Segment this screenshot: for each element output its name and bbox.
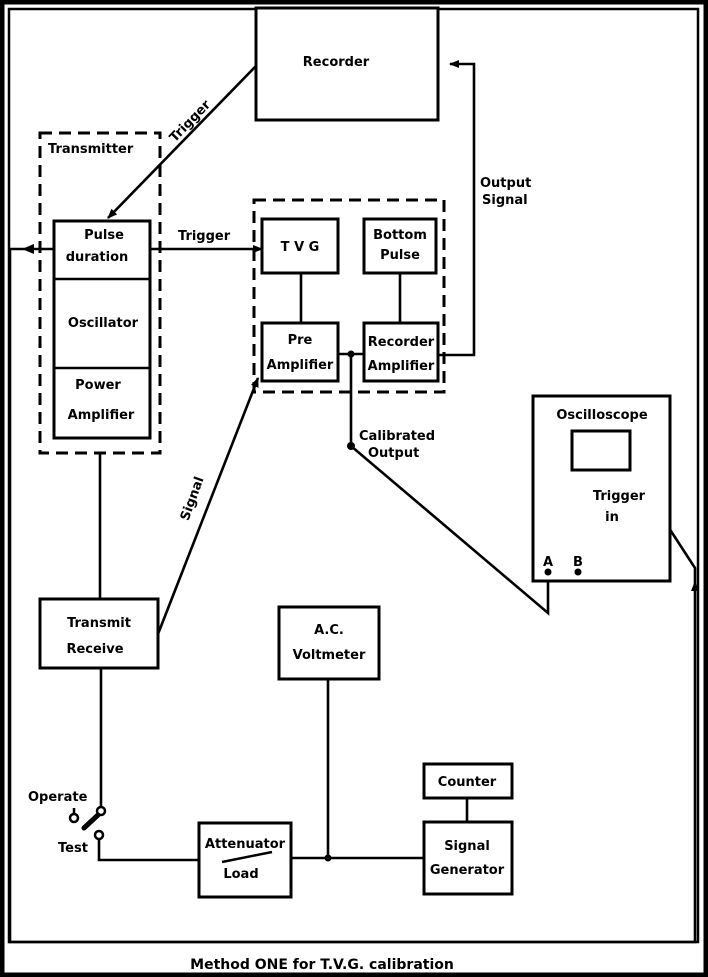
channel-a-terminal [544, 568, 552, 576]
attenuator-label: Attenuator [205, 837, 286, 852]
bottom-pulse-label-line2: Pulse [380, 248, 420, 263]
ac-voltmeter-label-line2: Voltmeter [293, 648, 366, 663]
attenuator-load-block: Attenuator Load [197, 821, 293, 899]
voltmeter-junction [324, 854, 332, 862]
load-label: Load [223, 867, 258, 882]
oscillator-label: Oscillator [68, 316, 139, 331]
signal-wire [156, 377, 260, 635]
recorder-amplifier-label-line2: Amplifier [368, 359, 435, 374]
calibrated-output-wire [349, 354, 552, 616]
operate-label: Operate [28, 790, 88, 805]
transmit-receive-label-line1: Transmit [67, 616, 131, 631]
pre-amplifier-block: Pre Amplifier [260, 321, 340, 383]
bottom-pulse-block: Bottom Pulse [362, 217, 438, 275]
ac-voltmeter-label-line1: A.C. [314, 623, 344, 638]
transmitter-group-label: Transmitter [48, 142, 134, 157]
recorder-amplifier-label-line1: Recorder [368, 335, 435, 350]
pulse-duration-label-line2: duration [66, 250, 129, 265]
output-signal-label-line2: Signal [482, 193, 528, 208]
ac-voltmeter-block: A.C. Voltmeter [277, 605, 381, 681]
receiver-group [252, 198, 446, 394]
switch-operate-terminal [68, 812, 80, 824]
recorder-label: Recorder [303, 55, 370, 70]
signal-generator-label-line1: Signal [444, 839, 490, 854]
channel-b-terminal [574, 568, 582, 576]
trigger-label-recorder: Trigger [167, 97, 214, 145]
signal-generator-block: Signal Generator [422, 820, 514, 896]
bottom-pulse-label-line1: Bottom [373, 228, 427, 243]
channel-b-label: B [573, 555, 583, 570]
pulse-duration-label-line1: Pulse [84, 228, 124, 243]
transmit-receive-block: Transmit Receive [38, 597, 160, 670]
arrowhead-left [22, 244, 34, 254]
pre-amplifier-label-line1: Pre [288, 333, 313, 348]
signal-generator-label-line2: Generator [430, 863, 505, 878]
trigger-wire-recorder-to-transmitter [107, 65, 257, 219]
counter-block: Counter [422, 762, 514, 800]
transmit-receive-label-line2: Receive [66, 642, 123, 657]
counter-label: Counter [438, 775, 497, 790]
oscilloscope-screen [570, 429, 632, 472]
trigger-in-label-line2: in [605, 510, 619, 525]
power-amplifier-label-line1: Power [75, 378, 121, 393]
tvg-label: T V G [281, 240, 320, 255]
channel-a-label: A [543, 555, 553, 570]
recorder-amplifier-block: Recorder Amplifier [362, 321, 440, 383]
trigger-label-tvg: Trigger [178, 229, 231, 244]
switch-test-terminal [93, 829, 105, 841]
power-amplifier-label-line2: Amplifier [68, 408, 135, 423]
transmitter-stack [52, 219, 152, 440]
switch-lever[interactable] [81, 812, 101, 831]
recorder-block: Recorder [254, 6, 440, 122]
output-signal-label-line1: Output [480, 176, 531, 191]
pre-amplifier-label-line2: Amplifier [267, 358, 334, 373]
calibrated-output-label-line1: Calibrated [359, 429, 435, 444]
test-to-attenuator-wire [97, 839, 199, 862]
trigger-in-label-line1: Trigger [593, 489, 646, 504]
figure-caption: Method ONE for T.V.G. calibration [190, 957, 454, 973]
calibrated-output-terminal [347, 442, 355, 450]
operate-test-switch[interactable] [68, 805, 107, 841]
tvg-block: T V G [260, 217, 340, 275]
output-signal-wire [438, 60, 476, 357]
calibrated-output-label-line2: Output [368, 446, 419, 461]
oscilloscope-label: Oscilloscope [556, 408, 647, 423]
test-label: Test [58, 841, 88, 856]
oscilloscope-block: Oscilloscope Trigger in A B [531, 394, 672, 583]
